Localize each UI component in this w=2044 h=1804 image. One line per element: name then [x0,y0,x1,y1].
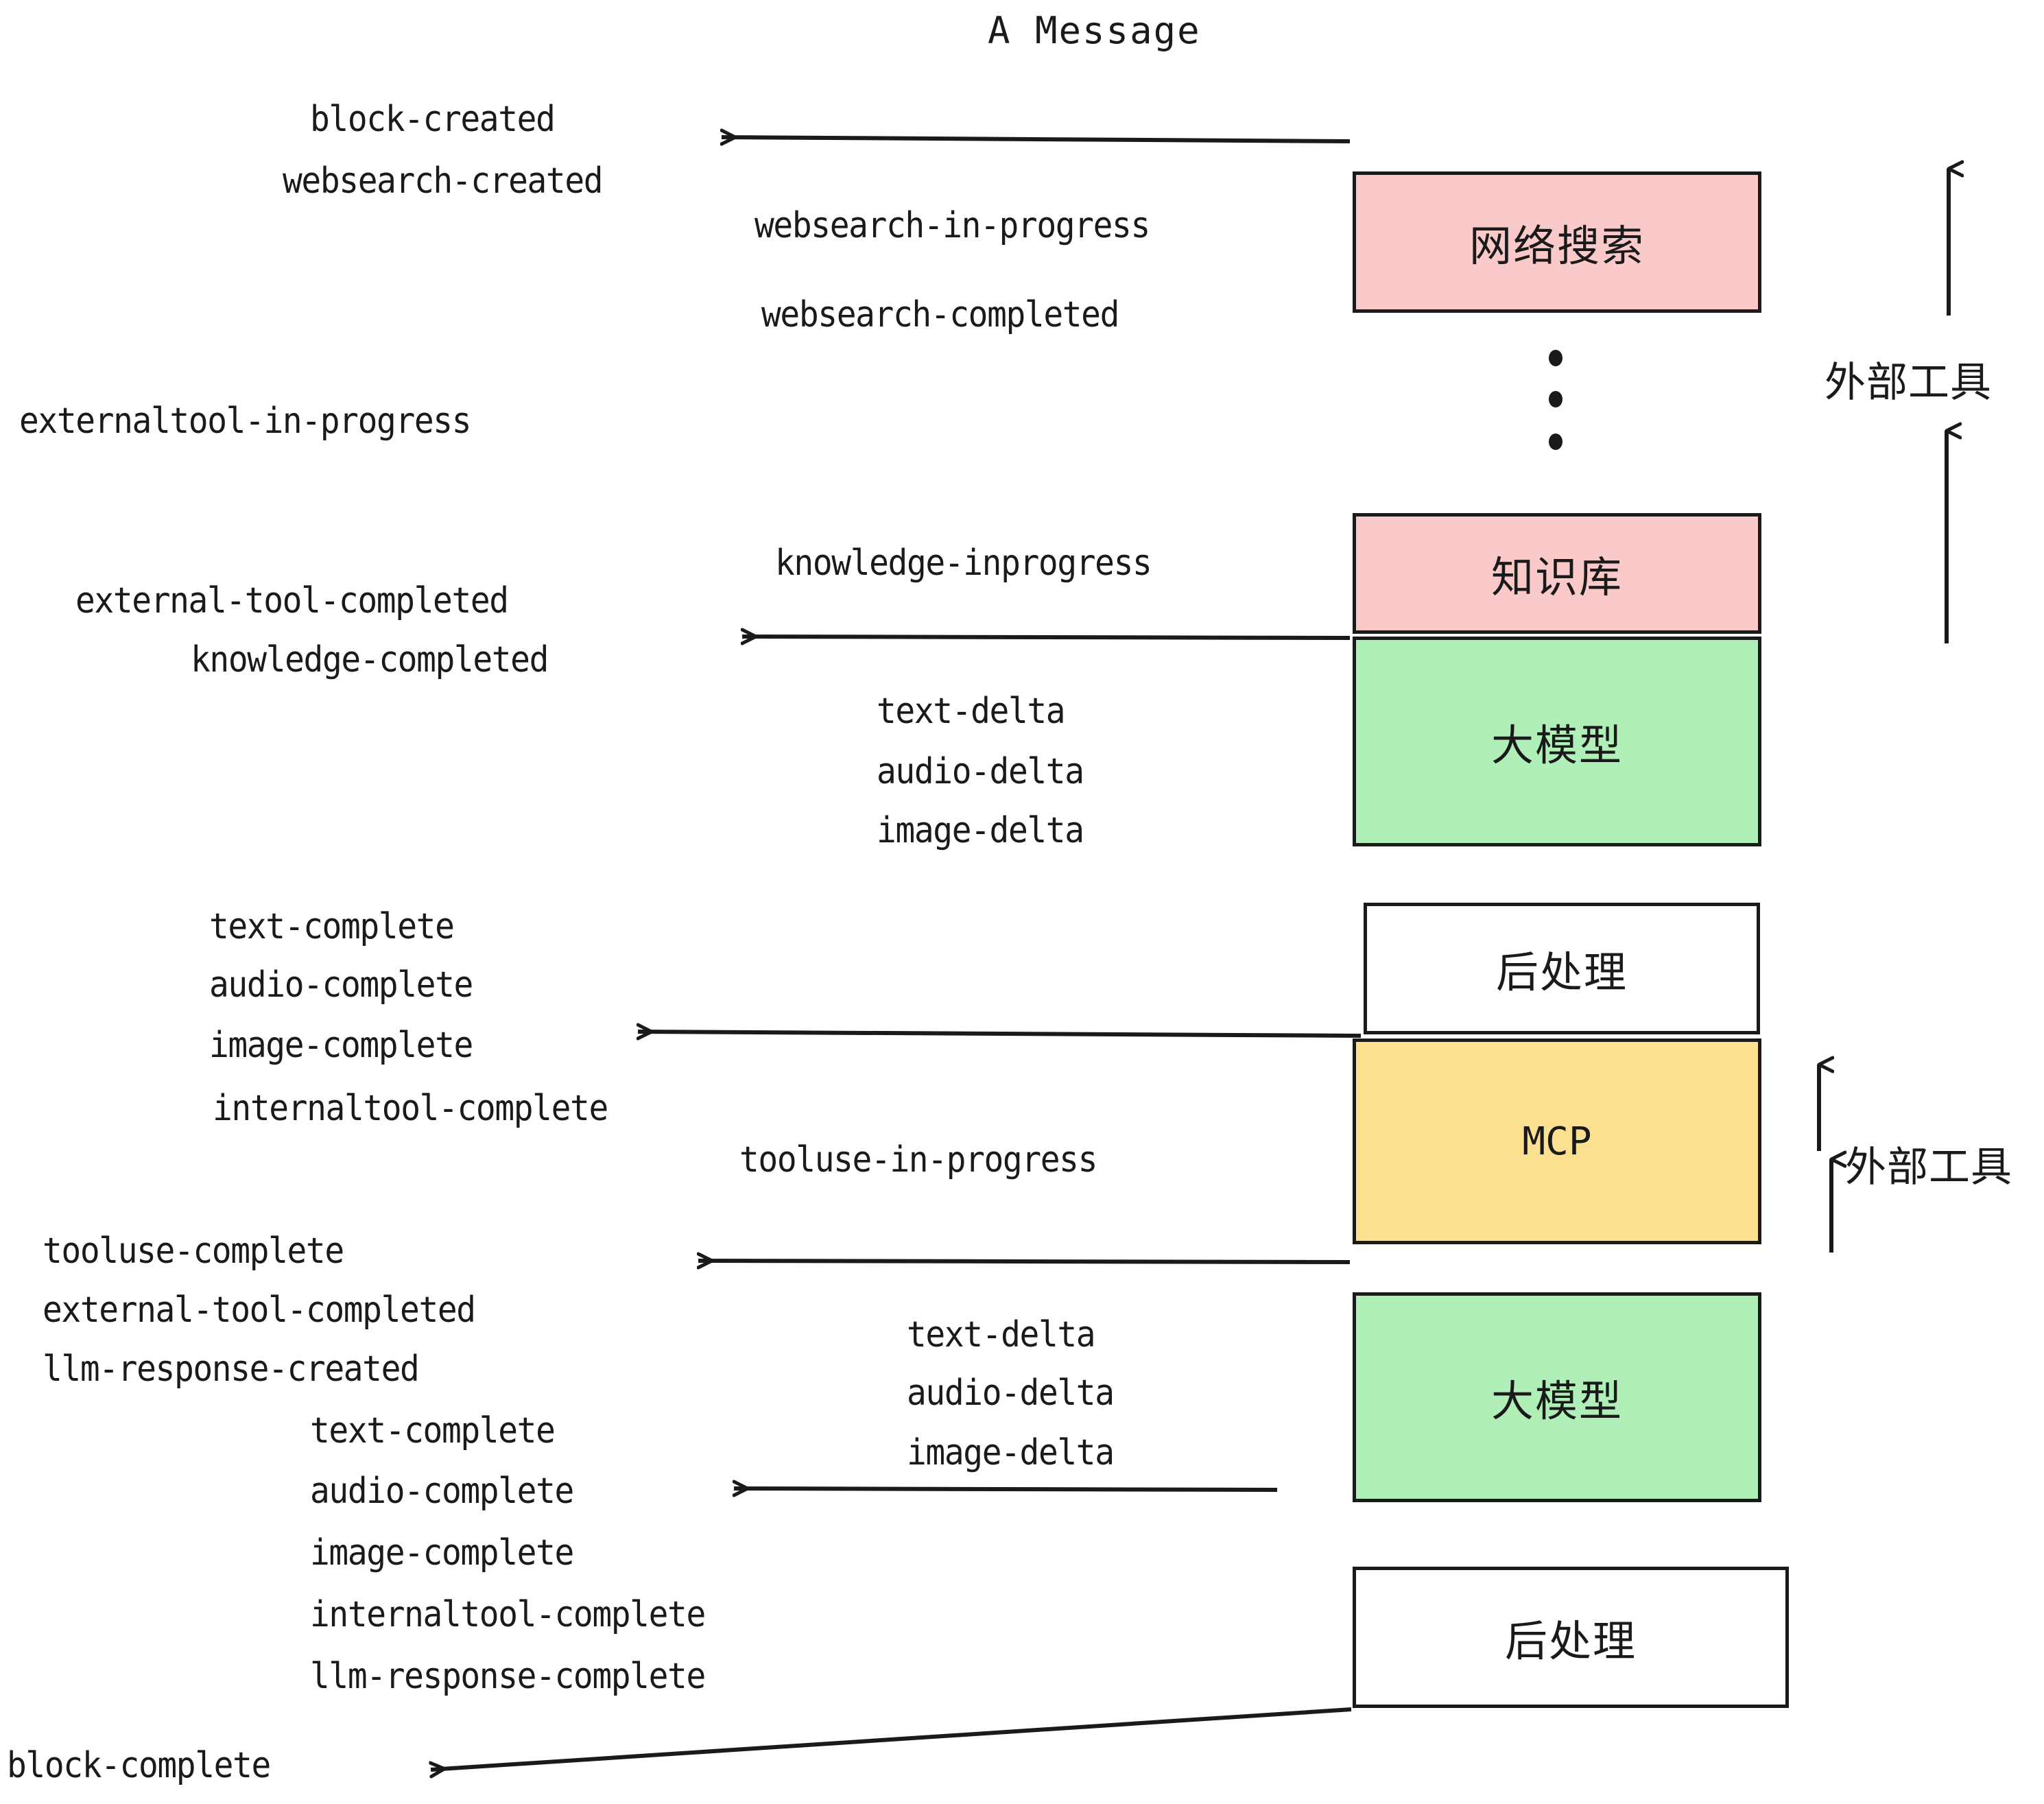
box-mcp: MCP [1353,1039,1761,1244]
event-label-block-complete: block-complete [7,1745,271,1786]
arrow-knowledge-to-completed [742,637,1351,638]
event-label-image-complete-2: image-complete [310,1532,574,1574]
box-knowledge: 知识库 [1353,513,1761,634]
ellipsis-dot [1549,350,1562,366]
box-knowledge-label: 知识库 [1490,552,1623,602]
event-label-llm-response-complete: llm-response-complete [310,1656,706,1697]
box-mcp-label: MCP [1522,1119,1592,1164]
arrow-postprocess-to-block-complete [431,1707,1352,1770]
box-llm-top-label: 大模型 [1490,720,1623,770]
box-postprocess-bottom: 后处理 [1353,1567,1789,1708]
event-label-knowledge-inprogress: knowledge-inprogress [775,543,1152,584]
event-label-text-delta-2: text-delta [907,1314,1096,1355]
event-label-knowledge-completed: knowledge-completed [191,639,549,680]
event-label-text-complete-1: text-complete [209,906,455,947]
event-label-block-created: block-created [310,99,556,140]
event-label-websearch-in-progress: websearch-in-progress [754,205,1150,246]
annotation-external-tools-bottom: 外部工具 [1845,1143,2012,1191]
event-label-externaltool-in-progress: externaltool-in-progress [19,401,472,442]
event-label-external-tool-completed-2: external-tool-completed [43,1290,476,1331]
event-label-internaltool-complete-1: internaltool-complete [213,1088,608,1129]
box-websearch-label: 网络搜索 [1469,221,1645,271]
box-llm-top: 大模型 [1353,637,1761,846]
event-label-audio-delta-1: audio-delta [877,751,1084,792]
arrow-llm-to-audio-complete [734,1488,1278,1490]
event-label-audio-complete-2: audio-complete [310,1471,574,1512]
event-label-image-delta-2: image-delta [907,1432,1115,1473]
event-label-internaltool-complete-2: internaltool-complete [310,1594,706,1635]
event-label-external-tool-completed-1: external-tool-completed [75,580,509,621]
event-label-text-delta-1: text-delta [877,691,1066,732]
arrow-mcp-to-tooluse-complete [698,1261,1351,1262]
event-label-websearch-completed: websearch-completed [761,294,1119,335]
box-postprocess-top: 后处理 [1364,903,1760,1034]
ellipsis-dot [1549,434,1562,450]
box-llm-bottom: 大模型 [1353,1292,1761,1502]
box-websearch: 网络搜索 [1353,171,1761,313]
event-label-image-delta-1: image-delta [877,810,1084,851]
event-label-llm-response-created: llm-response-created [43,1349,420,1390]
event-label-text-complete-2: text-complete [310,1410,556,1451]
box-postprocess-top-label: 后处理 [1495,947,1628,997]
ellipsis-dot [1549,391,1562,407]
page-title: A Message [988,9,1201,52]
event-label-tooluse-complete: tooluse-complete [43,1231,344,1272]
event-label-tooluse-in-progress: tooluse-in-progress [739,1139,1097,1180]
event-label-image-complete-1: image-complete [209,1025,473,1066]
box-llm-bottom-label: 大模型 [1490,1376,1623,1426]
event-label-websearch-created: websearch-created [283,161,604,202]
event-label-audio-delta-2: audio-delta [907,1373,1115,1414]
box-postprocess-bottom-label: 后处理 [1504,1616,1637,1666]
annotation-external-tools-top: 外部工具 [1825,359,1992,407]
arrow-websearch-to-block-created [722,137,1351,141]
event-label-audio-complete-1: audio-complete [209,964,473,1006]
arrow-postprocess-to-image-complete [638,1032,1362,1036]
